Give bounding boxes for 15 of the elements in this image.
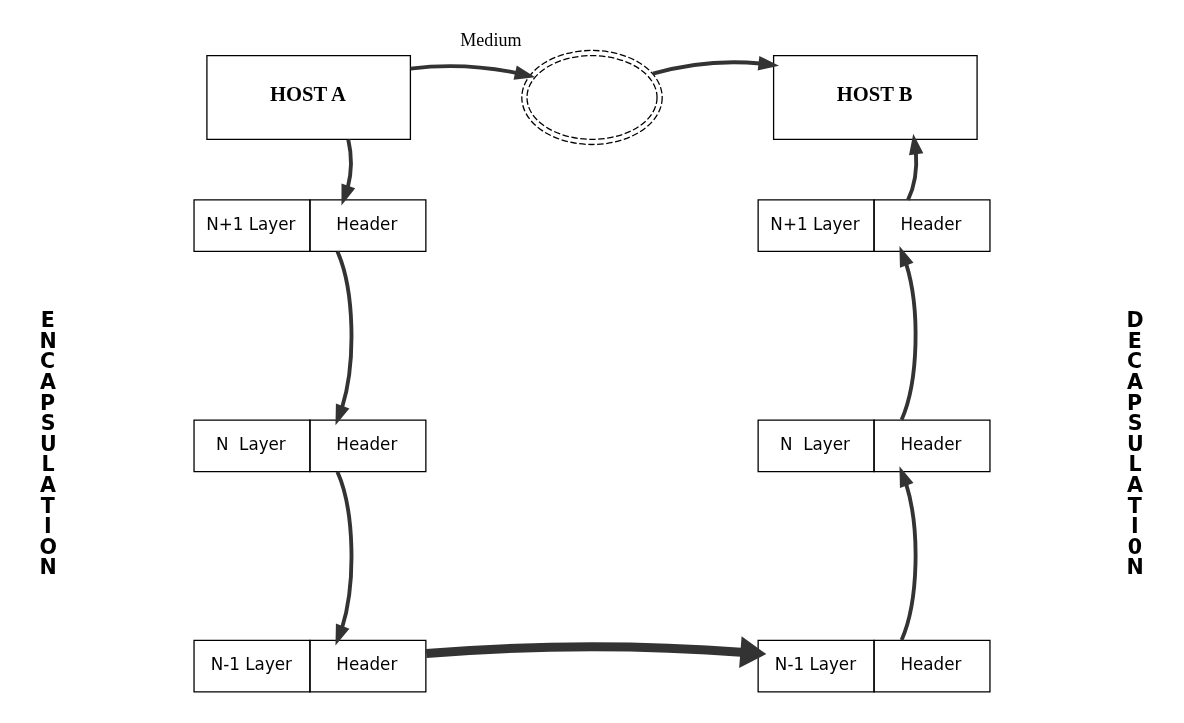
- label: ENCAPSULATION: [39, 308, 57, 580]
- arrow: [899, 246, 918, 421]
- arrow: [335, 471, 354, 646]
- label: DECAPSULATI0N: [1126, 308, 1144, 580]
- arrow: [425, 636, 767, 668]
- node-box: HOST A: [206, 54, 412, 140]
- node-cloud: [521, 49, 663, 146]
- arrow: [899, 466, 918, 641]
- arrow: [335, 250, 354, 426]
- arrow: [410, 64, 536, 80]
- node-label: Medium: [460, 29, 522, 50]
- arrow: [906, 133, 924, 201]
- node-box: HOST B: [772, 54, 978, 140]
- arrow: [652, 56, 780, 76]
- arrow: [341, 139, 356, 206]
